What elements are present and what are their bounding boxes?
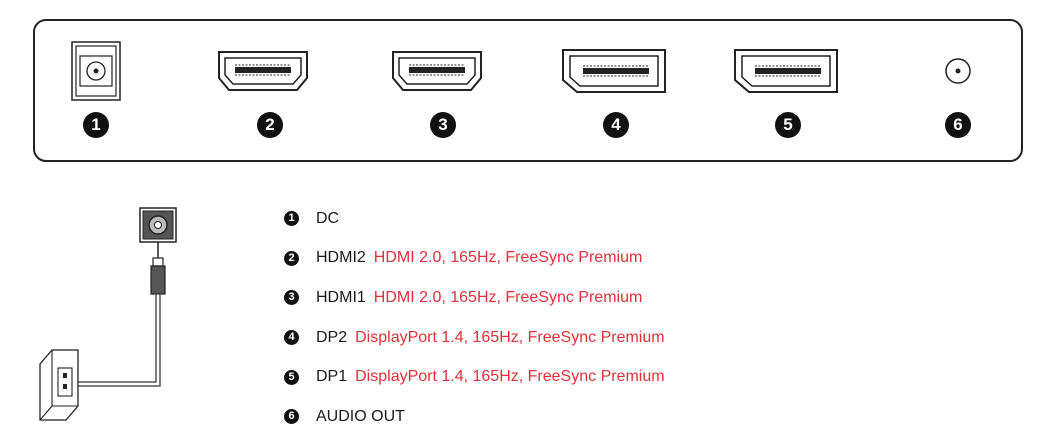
legend-item-dc: 1 DC: [284, 199, 665, 239]
port-number-badge: 3: [430, 112, 456, 138]
port-number-badge: 1: [83, 112, 109, 138]
legend-port-spec: DisplayPort 1.4, 165Hz, FreeSync Premium: [355, 368, 665, 386]
displayport-port-icon: [562, 49, 666, 93]
port-number-badge: 6: [945, 112, 971, 138]
legend-number-badge: 4: [284, 330, 299, 346]
legend-port-name: HDMI1: [316, 288, 366, 306]
displayport-port-icon: [734, 49, 838, 93]
legend-item-audio-out: 6 AUDIO OUT: [284, 397, 665, 437]
legend-port-spec: DisplayPort 1.4, 165Hz, FreeSync Premium: [355, 328, 665, 346]
legend-number-badge: 6: [284, 409, 299, 425]
port-legend: 1 DC 2 HDMI2 HDMI 2.0, 165Hz, FreeSync P…: [284, 199, 665, 437]
legend-port-name: HDMI2: [316, 249, 366, 267]
port-number-badge: 5: [775, 112, 801, 138]
legend-number-badge: 2: [284, 250, 299, 266]
legend-number-badge: 3: [284, 290, 299, 306]
legend-port-spec: HDMI 2.0, 165Hz, FreeSync Premium: [373, 288, 643, 306]
legend-number-badge: 5: [284, 369, 299, 385]
power-cable: [70, 294, 161, 387]
panel-outline: [33, 19, 1023, 162]
io-panel-diagram: [33, 19, 1023, 162]
wall-outlet-icon: [39, 349, 79, 421]
port-number-badge: 2: [257, 112, 283, 138]
legend-item-dp2: 4 DP2 DisplayPort 1.4, 165Hz, FreeSync P…: [284, 318, 665, 358]
legend-port-spec: HDMI 2.0, 165Hz, FreeSync Premium: [373, 249, 643, 267]
legend-item-hdmi1: 3 HDMI1 HDMI 2.0, 165Hz, FreeSync Premiu…: [284, 278, 665, 318]
legend-port-name: DP2: [316, 328, 348, 346]
hdmi-port-icon: [218, 51, 308, 91]
hdmi-port-icon: [392, 51, 482, 91]
legend-number-badge: 1: [284, 211, 299, 227]
legend-port-name: AUDIO OUT: [316, 407, 405, 425]
audio-jack-icon: [945, 58, 971, 84]
dc-jack-icon: [71, 41, 121, 101]
legend-port-name: DP1: [316, 368, 348, 386]
power-adapter-illustration: [39, 207, 177, 421]
legend-item-hdmi2: 2 HDMI2 HDMI 2.0, 165Hz, FreeSync Premiu…: [284, 239, 665, 279]
legend-port-name: DC: [316, 209, 340, 227]
port-number-badge: 4: [603, 112, 629, 138]
dc-plug-icon: [139, 207, 177, 295]
legend-item-dp1: 5 DP1 DisplayPort 1.4, 165Hz, FreeSync P…: [284, 357, 665, 397]
